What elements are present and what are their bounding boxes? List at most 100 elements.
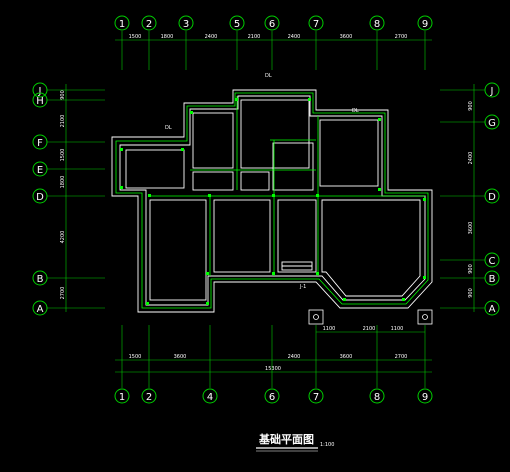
svg-text:7: 7 xyxy=(313,19,319,30)
drawing-scale: 1:100 xyxy=(320,442,334,448)
axis-bubble-bottom-7: 7 xyxy=(308,388,324,404)
top-dimension-labels: 1500 1800 2400 2100 2400 3600 2700 xyxy=(129,34,408,40)
svg-text:7: 7 xyxy=(313,392,319,403)
room-upper-right xyxy=(319,119,379,187)
dim-top-3: 2400 xyxy=(205,34,218,40)
right-axis-bubbles: J G D C B A xyxy=(484,82,500,316)
axis-bubble-bottom-6: 6 xyxy=(264,388,280,404)
svg-text:2400: 2400 xyxy=(288,354,301,360)
svg-text:G: G xyxy=(488,118,496,129)
svg-text:8: 8 xyxy=(374,392,380,403)
axis-bubble-left-E: E xyxy=(32,161,48,177)
svg-text:1: 1 xyxy=(119,392,125,403)
dim-right-3: 3600 xyxy=(468,222,474,235)
right-dimension-labels: 900 2400 3600 900 900 xyxy=(468,101,474,298)
svg-text:F: F xyxy=(37,138,43,149)
junction-markers xyxy=(120,98,426,305)
room-mid-strip-1 xyxy=(192,171,234,191)
dim-top-2: 1800 xyxy=(161,34,174,40)
room-lower-center-1 xyxy=(213,199,271,273)
room-lower-left xyxy=(149,199,207,301)
svg-text:B: B xyxy=(489,274,496,285)
section-tag-3: DL xyxy=(352,108,359,114)
axis-bubble-top-3: 3 xyxy=(178,15,194,31)
dim-right-1: 900 xyxy=(468,101,474,111)
svg-text:4: 4 xyxy=(207,392,213,403)
svg-text:2700: 2700 xyxy=(395,354,408,360)
dim-top-1: 1500 xyxy=(129,34,142,40)
axis-bubble-right-D: D xyxy=(484,188,500,204)
svg-text:1100: 1100 xyxy=(391,326,404,332)
top-axis-bubbles: 1 2 3 5 6 7 8 9 xyxy=(114,15,433,31)
svg-text:A: A xyxy=(489,304,496,315)
svg-text:2: 2 xyxy=(146,19,152,30)
strip-outer xyxy=(115,92,429,309)
room-mid-strip-3 xyxy=(272,142,314,191)
dim-top-7: 2700 xyxy=(395,34,408,40)
axis-bubble-bottom-1: 1 xyxy=(114,388,130,404)
section-tag-4: J-1 xyxy=(299,284,306,290)
bottom-dimension-labels: 1500 3600 2400 3600 2700 15300 xyxy=(129,354,408,372)
svg-text:A: A xyxy=(37,304,44,315)
room-upper-center-2 xyxy=(240,99,310,169)
dim-left-4: 1800 xyxy=(60,176,66,189)
svg-text:D: D xyxy=(36,192,44,203)
svg-text:9: 9 xyxy=(422,19,428,30)
svg-text:1100: 1100 xyxy=(323,326,336,332)
axis-bubble-left-D: D xyxy=(32,188,48,204)
axis-bubble-left-H: H xyxy=(32,92,48,108)
axis-bubble-right-B: B xyxy=(484,270,500,286)
svg-text:2100: 2100 xyxy=(363,326,376,332)
bottom-dimension-chain xyxy=(115,325,432,388)
left-dimension-labels: 900 2100 1500 1800 4200 2700 xyxy=(60,90,66,299)
svg-text:1500: 1500 xyxy=(129,354,142,360)
svg-text:H: H xyxy=(36,96,44,107)
room-upper-left xyxy=(125,149,185,189)
axis-bubble-bottom-8: 8 xyxy=(369,388,385,404)
right-axis-leaders xyxy=(440,84,485,312)
svg-text:8: 8 xyxy=(374,19,380,30)
bottom-axis-bubbles: 1 2 4 6 7 8 9 xyxy=(114,388,433,404)
axis-bubble-top-9: 9 xyxy=(417,15,433,31)
room-lower-center-2 xyxy=(277,199,317,273)
axis-bubble-right-A: A xyxy=(484,300,500,316)
bottom-small-dimensions: 1100 2100 1100 xyxy=(316,326,425,333)
left-axis-bubbles: J H F E D B A xyxy=(32,82,48,316)
svg-text:J: J xyxy=(490,86,494,97)
axis-bubble-right-G: G xyxy=(484,114,500,130)
svg-text:3600: 3600 xyxy=(340,354,353,360)
svg-text:E: E xyxy=(37,165,43,176)
dim-right-4: 900 xyxy=(468,264,474,274)
axis-bubble-left-F: F xyxy=(32,134,48,150)
svg-text:5: 5 xyxy=(234,19,240,30)
svg-text:D: D xyxy=(488,192,496,203)
drawing-title: 基础平面图 xyxy=(258,432,314,446)
axis-bubble-top-1: 1 xyxy=(114,15,130,31)
section-tag-1: DL xyxy=(165,125,172,131)
svg-text:6: 6 xyxy=(269,392,275,403)
left-axis-leaders xyxy=(47,84,105,312)
axis-bubble-bottom-2: 2 xyxy=(141,388,157,404)
dim-left-5: 4200 xyxy=(60,231,66,244)
outer-wall-outline xyxy=(111,89,433,313)
foundation-strips xyxy=(115,92,429,309)
axis-bubble-top-6: 6 xyxy=(264,15,280,31)
room-bay-window xyxy=(321,199,421,297)
column-pads xyxy=(308,309,433,325)
axis-bubble-top-7: 7 xyxy=(308,15,324,31)
dim-left-6: 2700 xyxy=(60,287,66,300)
drawing-title-block: 基础平面图 1:100 xyxy=(256,432,334,452)
axis-bubble-bottom-4: 4 xyxy=(202,388,218,404)
dim-bottom-total: 15300 xyxy=(265,366,281,372)
svg-text:B: B xyxy=(37,274,44,285)
dim-left-1: 900 xyxy=(60,90,66,100)
dim-left-2: 2100 xyxy=(60,115,66,128)
dim-right-2: 2400 xyxy=(468,152,474,165)
dim-right-5: 900 xyxy=(468,288,474,298)
svg-text:C: C xyxy=(489,256,496,267)
dim-top-6: 3600 xyxy=(340,34,353,40)
foundation-walls xyxy=(111,89,433,313)
axis-bubble-left-A: A xyxy=(32,300,48,316)
outer-wall-inner xyxy=(119,95,426,306)
dim-top-5: 2400 xyxy=(288,34,301,40)
